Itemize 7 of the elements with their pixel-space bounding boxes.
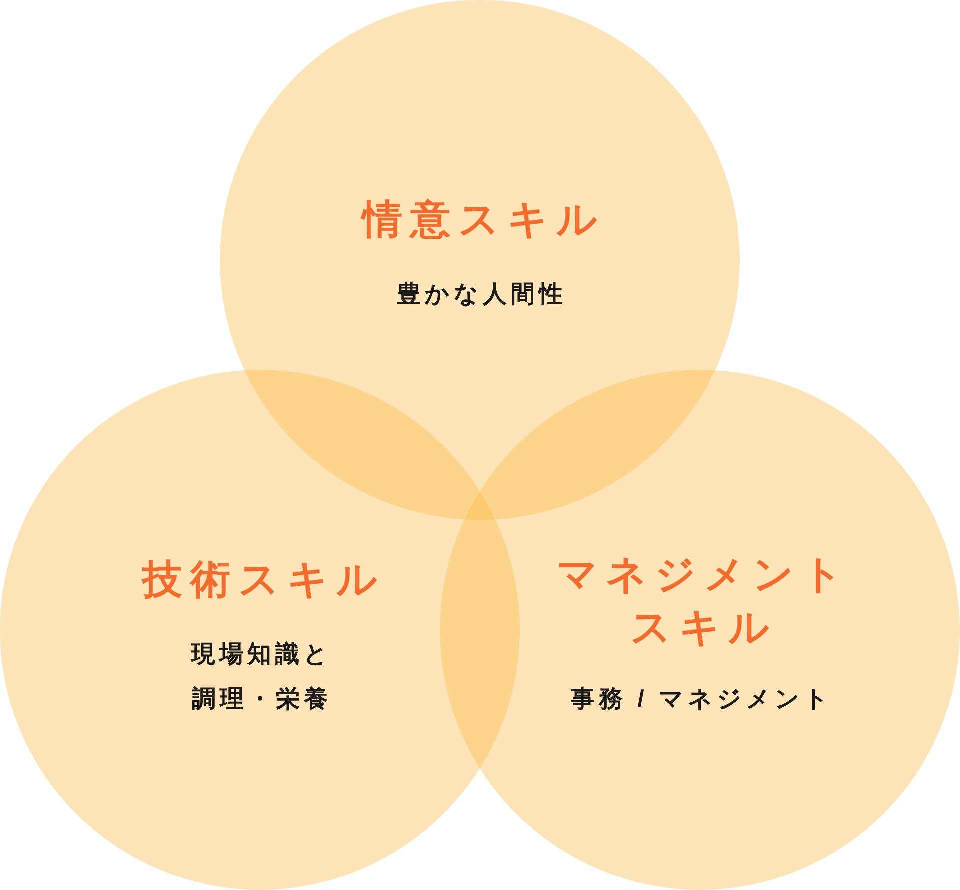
circle-description: 事務 / マネジメント	[570, 685, 833, 715]
circle-heading: 情意スキル	[360, 197, 606, 244]
circle-heading: マネジメントスキル	[556, 552, 852, 652]
circle-heading: 技術スキル	[140, 557, 386, 604]
circle-description: 現場知識と調理・栄養	[190, 640, 334, 715]
circle-description: 豊かな人間性	[396, 280, 567, 310]
venn-circle	[440, 370, 960, 890]
